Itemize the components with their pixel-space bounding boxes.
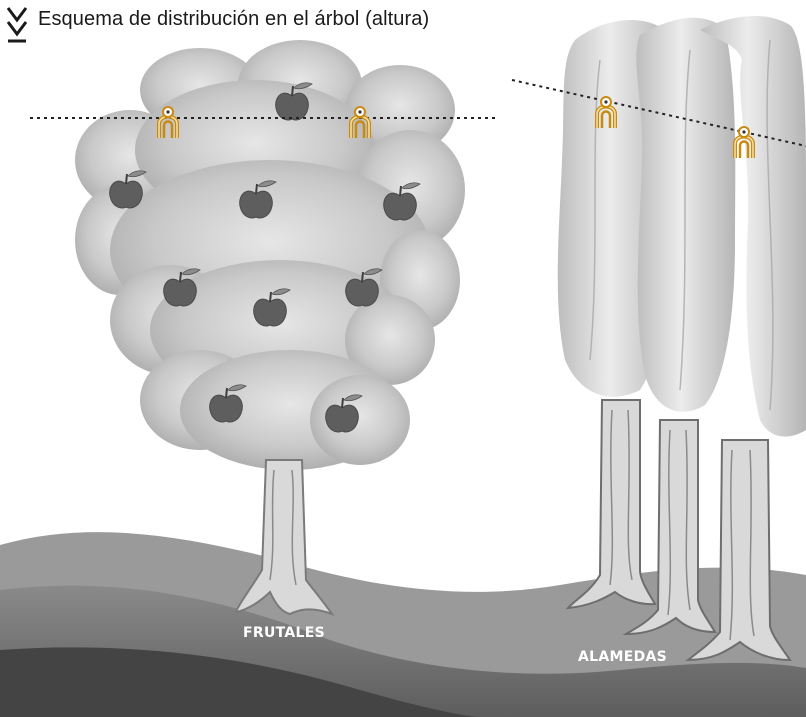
poplar-trunk-1 [568, 400, 655, 608]
poplar-canopy-2 [636, 18, 735, 412]
fruit-tree-canopy [75, 40, 465, 470]
label-frutales: FRUTALES [243, 625, 325, 641]
header: Esquema de distribución en el árbol (alt… [6, 4, 429, 44]
label-alamedas: ALAMEDAS [578, 649, 667, 665]
double-chevron-down-underline-icon [6, 4, 28, 44]
poplar-grove [558, 16, 806, 660]
fruit-tree [75, 40, 465, 614]
page-title: Esquema de distribución en el árbol (alt… [38, 8, 429, 31]
